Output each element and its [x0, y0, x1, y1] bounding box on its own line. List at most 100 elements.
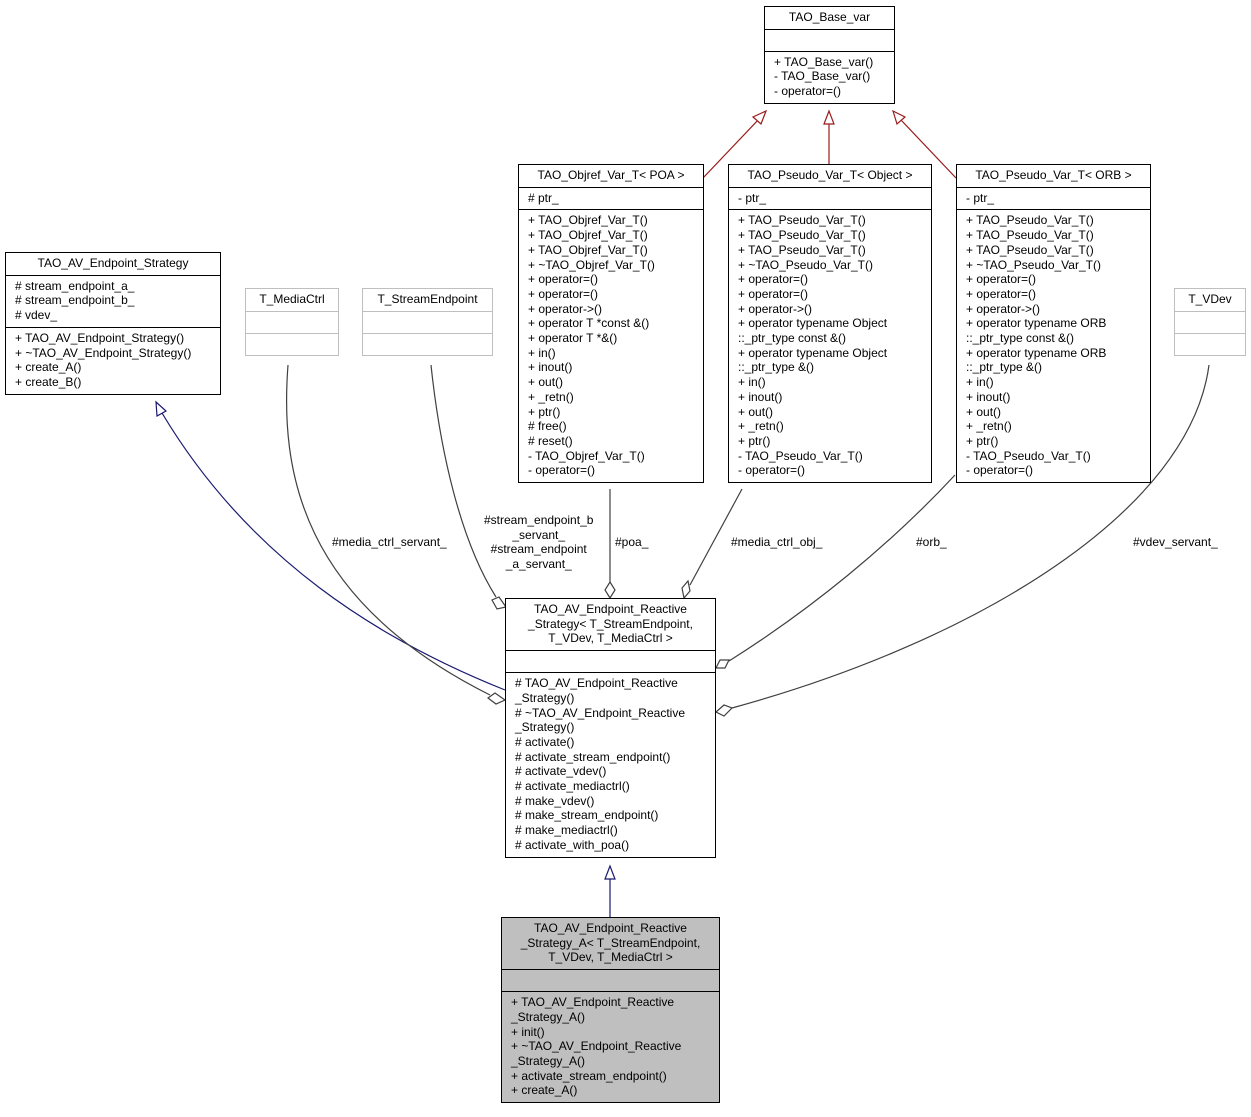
class-member: ::_ptr_type &()	[966, 360, 1043, 375]
class-attributes: - ptr_	[957, 186, 1150, 210]
edge-aggregation-stream-endpoint-servants	[430, 364, 508, 610]
class-objref-var-poa[interactable]: TAO_Objref_Var_T< POA > # ptr_ + TAO_Obj…	[518, 164, 704, 484]
class-title: TAO_Pseudo_Var_T< ORB >	[975, 168, 1132, 182]
class-member: + TAO_Pseudo_Var_T()	[738, 213, 866, 228]
inheritance-arrowhead	[751, 109, 768, 126]
class-member: # activate_stream_endpoint()	[515, 749, 671, 764]
class-attributes	[246, 310, 338, 333]
class-member: + operator=()	[966, 286, 1037, 301]
class-member: + operator->()	[966, 301, 1041, 316]
aggregation-diamond	[491, 596, 508, 610]
class-endpoint-strategy[interactable]: TAO_AV_Endpoint_Strategy # stream_endpoi…	[5, 252, 221, 395]
class-member: - operator=()	[528, 463, 596, 478]
class-member: + out()	[528, 375, 564, 390]
class-member: - TAO_Pseudo_Var_T()	[966, 448, 1091, 463]
class-member: # activate_with_poa()	[515, 837, 630, 852]
class-pseudo-var-orb[interactable]: TAO_Pseudo_Var_T< ORB > - ptr_ + TAO_Pse…	[956, 164, 1151, 484]
class-member: + ~TAO_Pseudo_Var_T()	[738, 257, 873, 272]
class-attributes	[502, 969, 719, 991]
class-title: TAO_Pseudo_Var_T< Object >	[747, 168, 913, 182]
class-methods	[1175, 332, 1245, 355]
class-attributes	[363, 310, 492, 333]
edge-label-orb: #orb_	[916, 535, 947, 549]
edge-inherit-pseudo-orb-to-basevar	[892, 109, 957, 179]
class-member: + TAO_Pseudo_Var_T()	[966, 228, 1094, 243]
class-member: + operator T *const &()	[528, 316, 650, 331]
class-title: TAO_AV_Endpoint_Reactive _Strategy< T_St…	[528, 602, 693, 646]
class-reactive-strategy-a[interactable]: TAO_AV_Endpoint_Reactive _Strategy_A< T_…	[501, 917, 720, 1104]
class-attributes	[765, 28, 894, 51]
class-member: # ptr_	[528, 190, 559, 205]
class-member: + ~TAO_Objref_Var_T()	[528, 257, 655, 272]
class-title: TAO_AV_Endpoint_Strategy	[37, 256, 189, 270]
class-title: TAO_Objref_Var_T< POA >	[537, 168, 685, 182]
edge-label-media-ctrl-servant: #media_ctrl_servant_	[332, 535, 447, 549]
class-t-streamendpoint[interactable]: T_StreamEndpoint	[362, 288, 493, 356]
class-member: + operator typename Object	[738, 316, 888, 331]
class-member: + out()	[738, 404, 774, 419]
class-member: + TAO_Base_var()	[774, 54, 874, 69]
class-member: + ptr()	[528, 404, 561, 419]
class-member: - TAO_Pseudo_Var_T()	[738, 448, 863, 463]
class-methods: + TAO_Pseudo_Var_T()+ TAO_Pseudo_Var_T()…	[729, 209, 931, 482]
class-member: + TAO_AV_Endpoint_Strategy()	[15, 330, 185, 345]
class-member: + operator=()	[528, 286, 599, 301]
aggregation-diamond	[604, 580, 616, 600]
class-member: _Strategy()	[515, 690, 575, 705]
edge-label-media-ctrl-obj: #media_ctrl_obj_	[731, 535, 823, 549]
class-title: TAO_Base_var	[788, 10, 871, 24]
class-member: + in()	[738, 375, 766, 390]
class-member: + out()	[966, 404, 1002, 419]
class-member: + TAO_Pseudo_Var_T()	[738, 228, 866, 243]
class-pseudo-var-object[interactable]: TAO_Pseudo_Var_T< Object > - ptr_ + TAO_…	[728, 164, 932, 484]
class-member: + create_B()	[15, 374, 82, 389]
class-member: + create_A()	[15, 360, 82, 375]
class-member: - operator=()	[738, 463, 806, 478]
edge-inherit-objref-to-basevar	[702, 109, 768, 179]
class-member: - TAO_Objref_Var_T()	[528, 448, 645, 463]
class-methods: + TAO_Base_var()- TAO_Base_var()- operat…	[765, 50, 894, 103]
class-member: + inout()	[738, 389, 783, 404]
class-reactive-strategy[interactable]: TAO_AV_Endpoint_Reactive _Strategy< T_St…	[505, 598, 716, 858]
class-member: + in()	[528, 345, 556, 360]
class-member: _Strategy()	[515, 720, 575, 735]
class-member: - TAO_Base_var()	[774, 69, 871, 84]
class-methods: + TAO_Pseudo_Var_T()+ TAO_Pseudo_Var_T()…	[957, 209, 1150, 482]
class-member: # activate_mediactrl()	[515, 779, 630, 794]
class-member: + ~TAO_AV_Endpoint_Reactive	[511, 1039, 682, 1054]
edge-label-poa: #poa_	[615, 535, 649, 549]
class-member: # make_stream_endpoint()	[515, 808, 659, 823]
class-methods: + TAO_AV_Endpoint_Strategy()+ ~TAO_AV_En…	[6, 326, 220, 394]
class-member: + operator T *&()	[528, 331, 618, 346]
class-member: ::_ptr_type const &()	[738, 331, 847, 346]
edge-label-stream-endpoint-servants: #stream_endpoint_b _servant_ #stream_end…	[484, 513, 594, 572]
class-member: + operator typename ORB	[966, 316, 1107, 331]
class-member: + operator=()	[966, 272, 1037, 287]
class-attributes	[1175, 310, 1245, 333]
class-member: # stream_endpoint_b_	[15, 293, 135, 308]
inheritance-arrowhead	[892, 109, 907, 126]
class-member: _Strategy_A()	[511, 1053, 586, 1068]
class-methods: # TAO_AV_Endpoint_Reactive_Strategy()# ~…	[506, 672, 715, 856]
class-member: + operator->()	[738, 301, 813, 316]
inheritance-arrowhead	[155, 400, 168, 417]
class-member: # activate_vdev()	[515, 764, 607, 779]
class-member: + create_A()	[511, 1083, 578, 1098]
class-member: + inout()	[966, 389, 1011, 404]
class-member: + inout()	[528, 360, 573, 375]
class-member: - operator=()	[774, 84, 842, 99]
class-member: + operator->()	[528, 301, 603, 316]
class-member: - ptr_	[966, 190, 995, 205]
class-t-mediactrl[interactable]: T_MediaCtrl	[245, 288, 339, 356]
class-member: # make_mediactrl()	[515, 823, 618, 838]
class-member: _Strategy_A()	[511, 1009, 586, 1024]
edge-inherit-reactive-a-to-reactive	[604, 864, 616, 917]
class-member: + TAO_Pseudo_Var_T()	[966, 242, 1094, 257]
class-member: + activate_stream_endpoint()	[511, 1068, 667, 1083]
edge-inherit-reactive-to-endpoint-strategy	[155, 400, 506, 691]
class-attributes	[506, 650, 715, 672]
class-tao-base-var[interactable]: TAO_Base_var + TAO_Base_var()- TAO_Base_…	[764, 6, 895, 104]
class-t-vdev[interactable]: T_VDev	[1174, 288, 1246, 356]
class-member: + _retn()	[738, 419, 784, 434]
class-member: + _retn()	[528, 389, 574, 404]
